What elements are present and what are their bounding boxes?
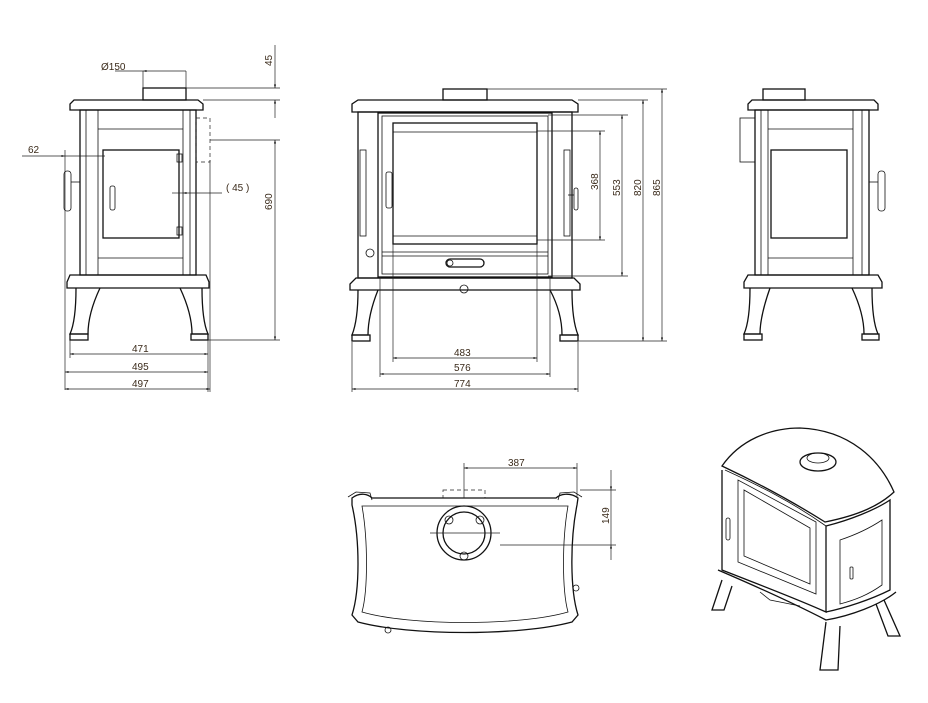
side-view-left: Ø150 45 62 ( 45 ) 690 471 495 497 <box>22 45 280 392</box>
height-368-label: 368 <box>590 173 601 190</box>
isometric-view <box>711 427 902 671</box>
width-495-label: 495 <box>132 362 149 373</box>
flue-offset-label: 62 <box>28 145 40 156</box>
top-view: 387 149 <box>347 458 616 634</box>
flue-diameter-label: Ø150 <box>101 62 126 73</box>
side-view-right <box>739 88 886 341</box>
width-471-label: 471 <box>132 344 149 355</box>
top-flue-offset-x-label: 387 <box>508 458 525 469</box>
width-774-label: 774 <box>454 379 471 390</box>
height-865-label: 865 <box>652 179 663 196</box>
width-483-label: 483 <box>454 348 471 359</box>
flue-axis-height-label: 690 <box>264 193 275 210</box>
height-553-label: 553 <box>612 179 623 196</box>
width-576-label: 576 <box>454 363 471 374</box>
height-820-label: 820 <box>633 179 644 196</box>
top-flue-offset-y-label: 149 <box>601 507 612 524</box>
front-view: 483 576 774 368 553 820 865 <box>349 88 667 392</box>
width-497-label: 497 <box>132 379 149 390</box>
flue-height-label: 45 <box>264 54 275 66</box>
rear-offset-label: ( 45 ) <box>226 183 249 194</box>
